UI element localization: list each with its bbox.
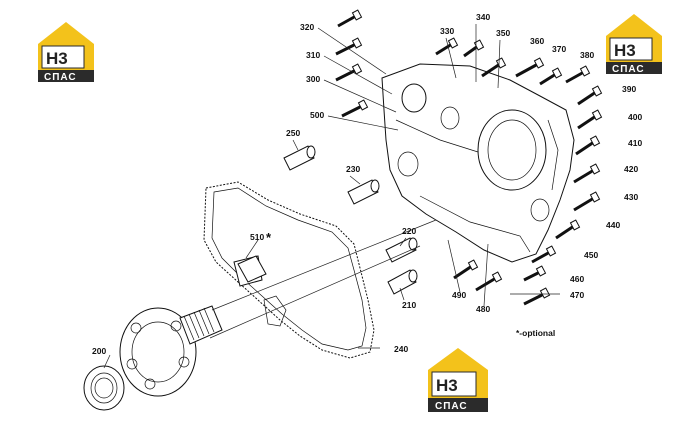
logo-top-right: H3 СПАС [606, 14, 662, 75]
label-430: 430 [624, 192, 638, 202]
label-380: 380 [580, 50, 594, 60]
label-450: 450 [584, 250, 598, 260]
label-420: 420 [624, 164, 638, 174]
label-250: 250 [286, 128, 300, 138]
label-390: 390 [622, 84, 636, 94]
label-310: 310 [306, 50, 320, 60]
label-510-asterisk: * [266, 230, 272, 245]
logo-text-h3: H3 [46, 49, 68, 68]
flange-hub [119, 305, 223, 397]
label-410: 410 [628, 138, 642, 148]
leader-lines [103, 24, 560, 369]
label-360: 360 [530, 36, 544, 46]
label-400: 400 [628, 112, 642, 122]
label-330: 330 [440, 26, 454, 36]
logo-text-spas: СПАС [612, 64, 645, 75]
label-300: 300 [306, 74, 320, 84]
part-labels: 320 310 300 500 330 340 350 360 370 380 … [92, 12, 642, 356]
bolts [335, 9, 603, 306]
optional-note: *-optional [516, 328, 555, 338]
dowel-pin-210 [387, 269, 418, 295]
logo-text-spas: СПАС [435, 401, 468, 412]
label-350: 350 [496, 28, 510, 38]
part-510 [237, 255, 267, 283]
label-490: 490 [452, 290, 466, 300]
logo-text-h3: H3 [614, 41, 636, 60]
dowel-pin-250 [283, 145, 316, 171]
label-340: 340 [476, 12, 490, 22]
label-370: 370 [552, 44, 566, 54]
label-500: 500 [310, 110, 324, 120]
dowel-pin-230 [347, 179, 380, 205]
label-240: 240 [394, 344, 408, 354]
label-320: 320 [300, 22, 314, 32]
logo-text-spas: СПАС [44, 72, 77, 83]
logo-bottom-center: H3 СПАС [428, 348, 488, 412]
logo-text-h3: H3 [436, 376, 458, 395]
label-460: 460 [570, 274, 584, 284]
logo-top-left: H3 СПАС [38, 22, 94, 83]
transmission-housing [381, 63, 575, 263]
label-230: 230 [346, 164, 360, 174]
gasket-240 [203, 181, 375, 359]
label-440: 440 [606, 220, 620, 230]
dowel-pin-220 [385, 237, 418, 263]
label-220: 220 [402, 226, 416, 236]
label-210: 210 [402, 300, 416, 310]
label-470: 470 [570, 290, 584, 300]
seal-200 [83, 365, 125, 411]
label-200: 200 [92, 346, 106, 356]
label-510: 510 [250, 232, 264, 242]
label-480: 480 [476, 304, 490, 314]
